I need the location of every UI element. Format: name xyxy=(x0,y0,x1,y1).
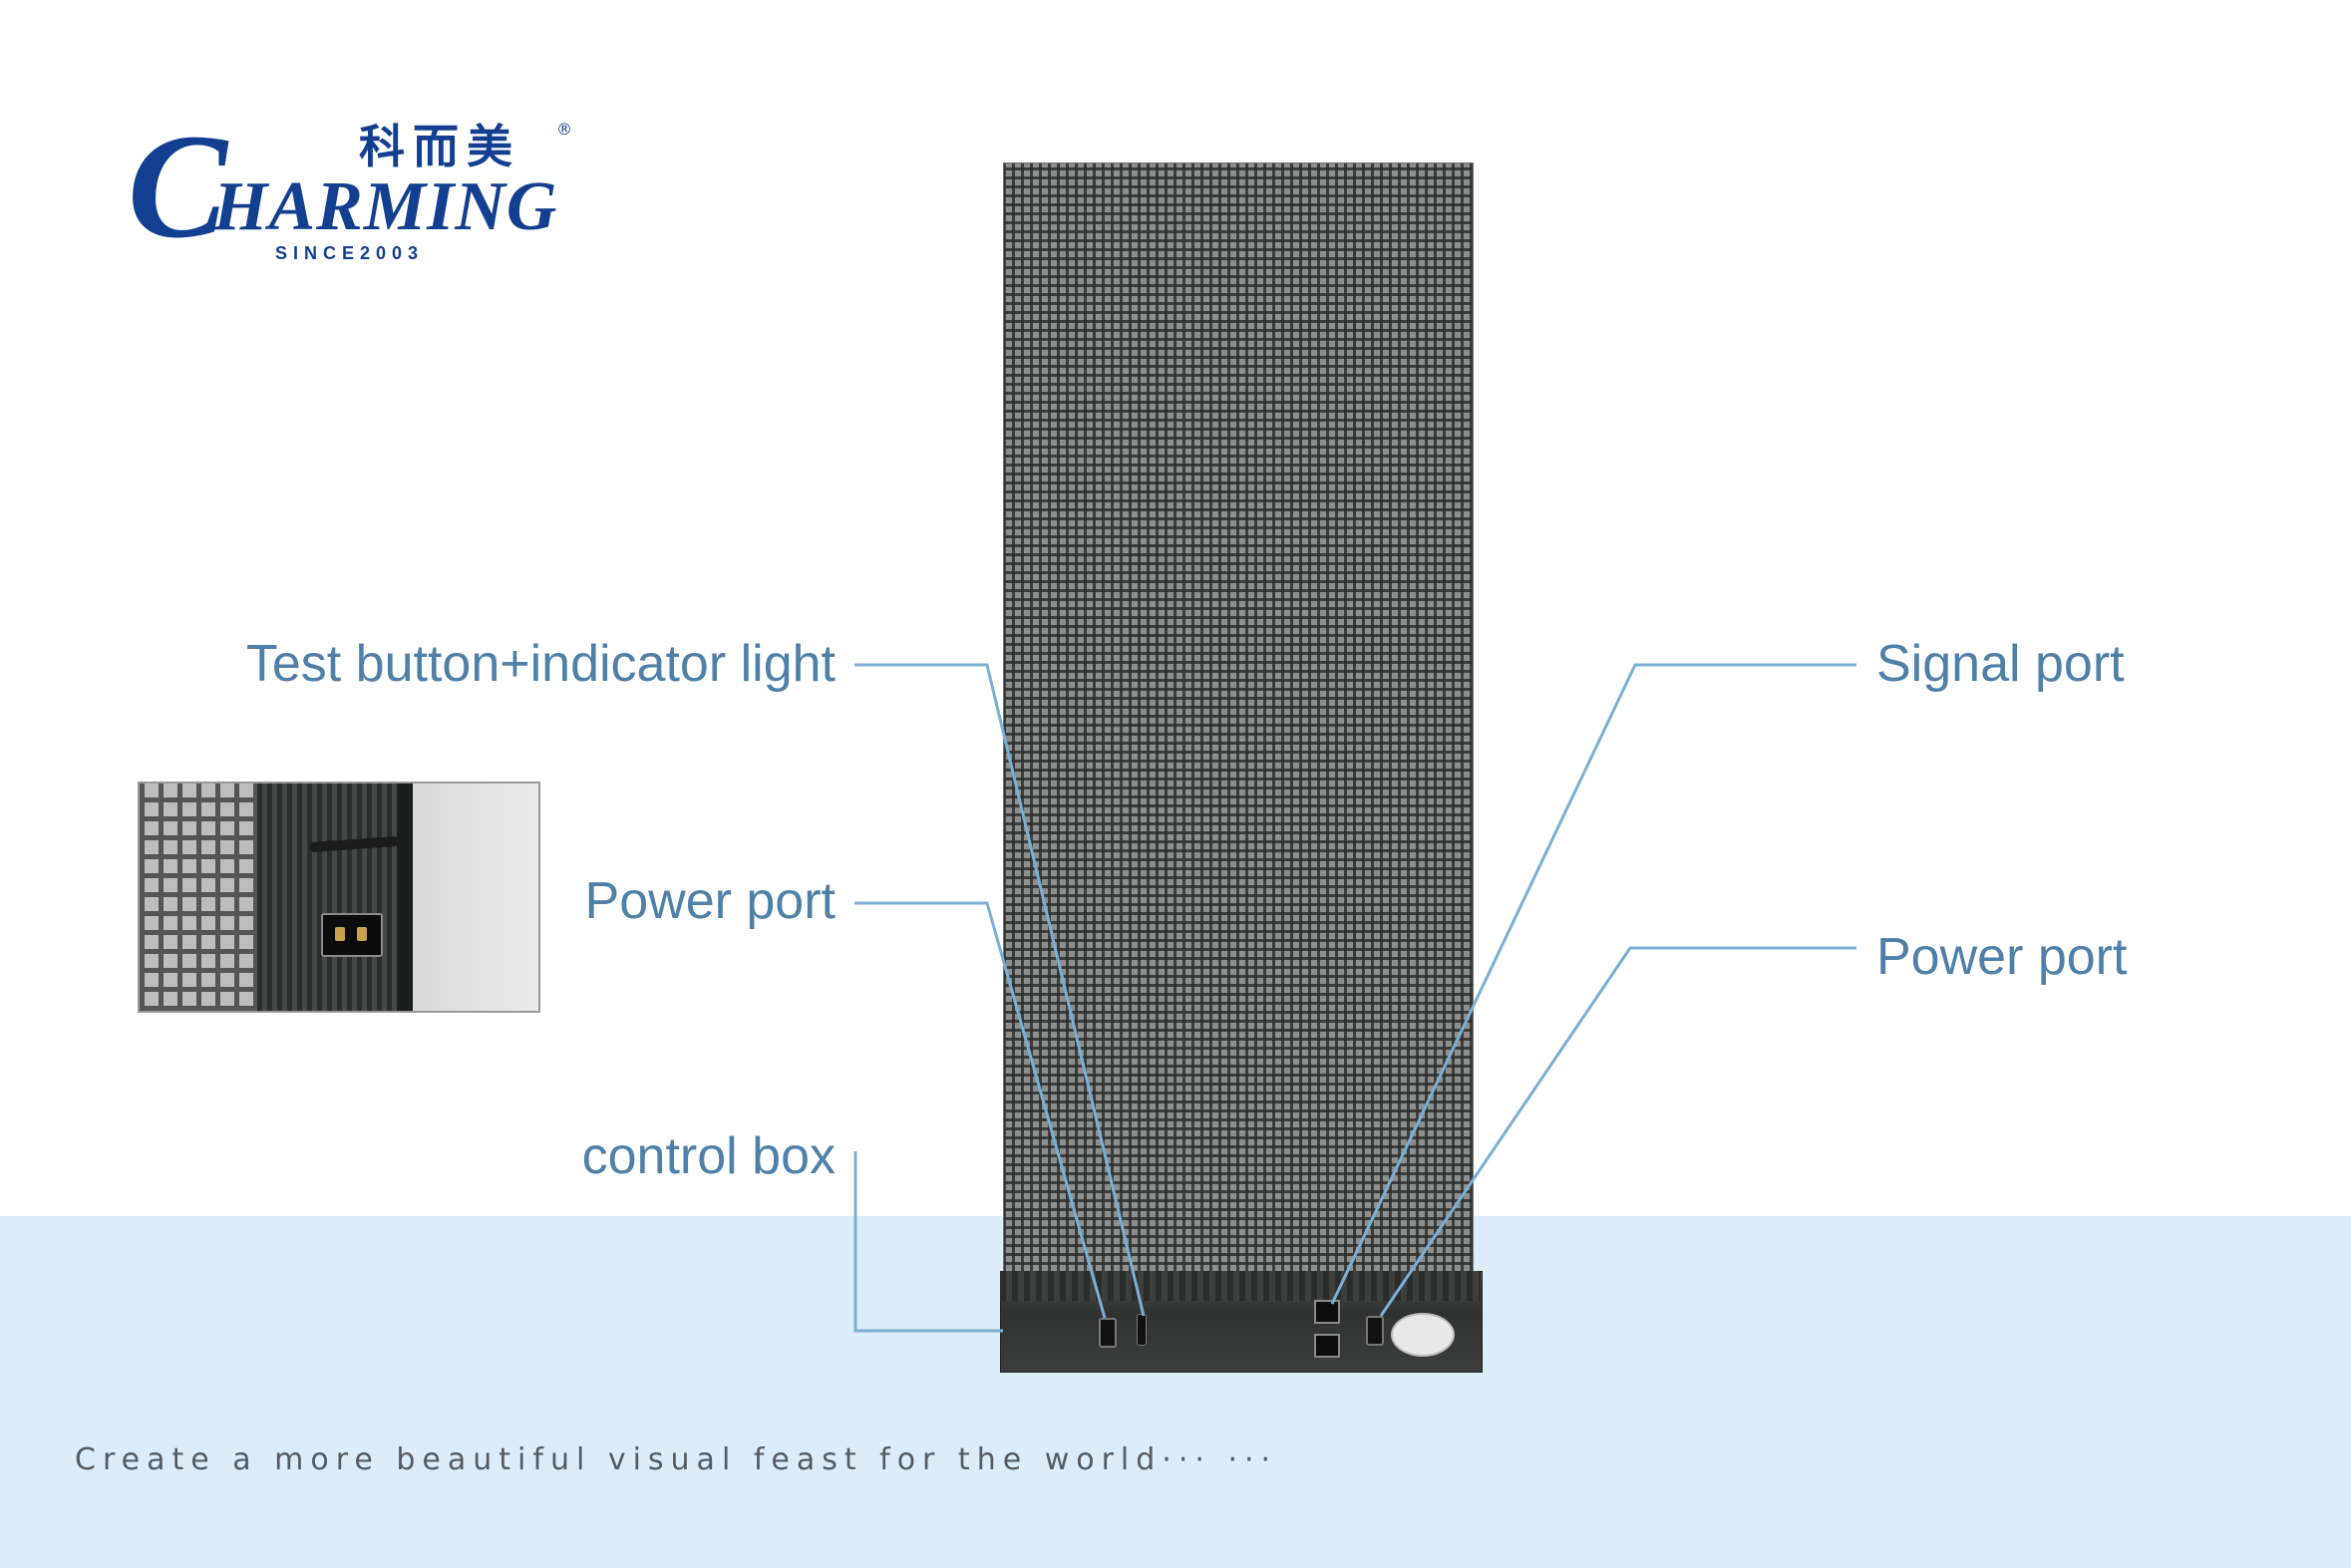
label-control-box: control box xyxy=(581,1127,836,1185)
signal-port-out xyxy=(1314,1334,1340,1358)
label-power-port-right: Power port xyxy=(1876,928,2128,986)
logo-wordmark: HARMING xyxy=(213,168,558,245)
quality-seal xyxy=(1391,1313,1455,1357)
led-panel xyxy=(1003,162,1474,1301)
inset-detail-photo xyxy=(138,782,540,1013)
label-test-button: Test button+indicator light xyxy=(245,635,836,693)
logo-chinese-name: 科而美 xyxy=(359,120,520,173)
inset-aluminum-rail xyxy=(257,784,397,1011)
registered-mark: ® xyxy=(556,120,572,139)
label-power-port-left: Power port xyxy=(584,872,836,930)
power-port-right-socket xyxy=(1366,1316,1384,1346)
logo-since: SINCE2003 xyxy=(275,243,425,263)
label-signal-port: Signal port xyxy=(1876,635,2125,693)
brand-logo: C HARMING 科而美 ® SINCE2003 xyxy=(128,112,586,267)
inset-power-socket xyxy=(321,913,383,957)
logo-letter-c: C xyxy=(128,104,228,269)
inset-pin xyxy=(335,927,345,941)
power-port-left-socket xyxy=(1099,1318,1117,1348)
inset-led-grid xyxy=(140,784,257,1011)
inset-pin xyxy=(357,927,367,941)
inset-background-wall xyxy=(413,784,538,1011)
test-button xyxy=(1137,1314,1147,1346)
inset-frame-edge xyxy=(397,784,413,1011)
tagline: Create a more beautiful visual feast for… xyxy=(75,1442,1278,1477)
signal-port-in xyxy=(1314,1300,1340,1324)
control-box-top-rail xyxy=(1000,1271,1481,1301)
